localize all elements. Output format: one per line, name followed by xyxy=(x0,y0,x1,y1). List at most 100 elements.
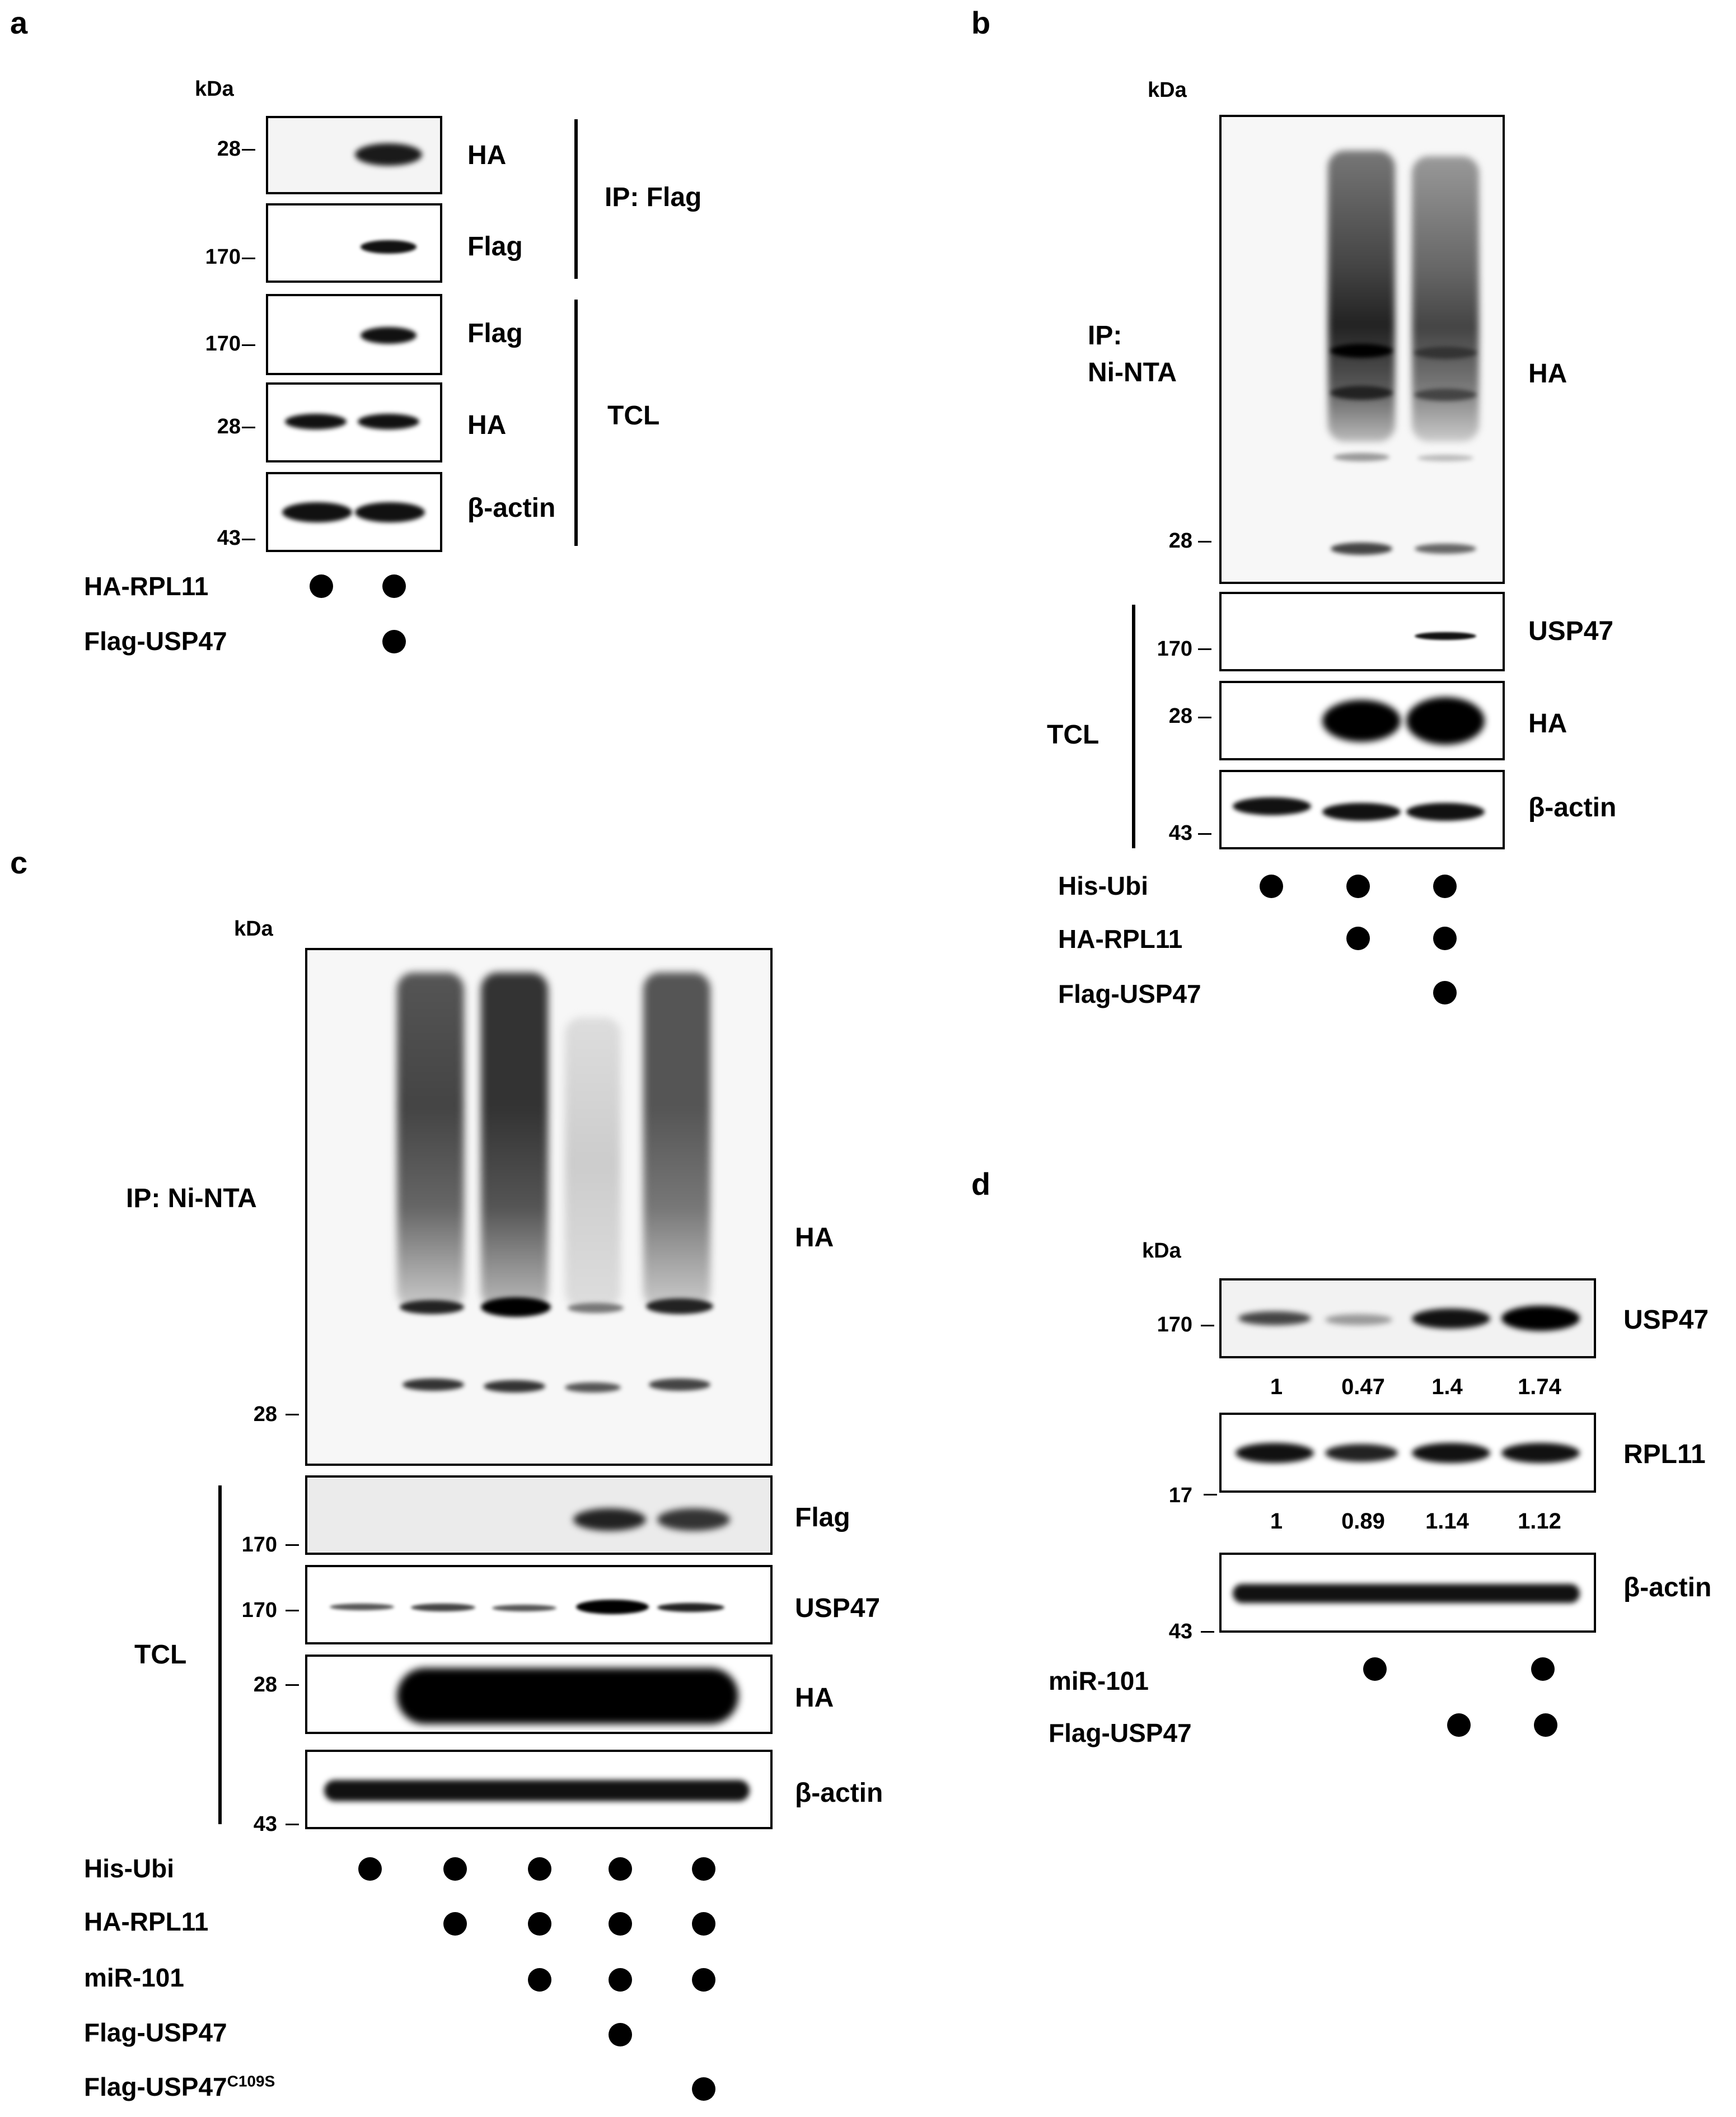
panel-d-ab-2: RPL11 xyxy=(1623,1440,1706,1469)
panel-a-ab-1: HA xyxy=(467,141,507,170)
panel-d-blot-rpl11 xyxy=(1219,1413,1596,1493)
panel-d-mw-3: 43 xyxy=(1168,1620,1192,1643)
panel-a-mw-4: 28 xyxy=(217,415,241,438)
panel-d-usp47-dens-1: 1 xyxy=(1270,1375,1283,1399)
panel-a-letter: a xyxy=(10,5,28,40)
panel-d-usp47-dens-3: 1.4 xyxy=(1431,1375,1463,1399)
panel-c-mw-5: 43 xyxy=(253,1812,277,1836)
panel-b-tcl-bracket xyxy=(1132,605,1135,848)
panel-b-letter: b xyxy=(971,5,991,40)
panel-c-mw-3: 170 xyxy=(241,1599,277,1622)
panel-b-ip-label-2: Ni-NTA xyxy=(1088,358,1177,387)
panel-b-ab-4: β-actin xyxy=(1528,793,1617,823)
panel-c-tcl-label: TCL xyxy=(134,1640,187,1670)
panel-a-ab-4: HA xyxy=(467,410,507,440)
panel-c-cond-3: miR-101 xyxy=(84,1963,184,1992)
panel-c-blot-ip-ha xyxy=(305,948,773,1466)
panel-d-blot-actin xyxy=(1219,1553,1596,1633)
panel-c-kda: kDa xyxy=(234,917,273,941)
panel-a-kda: kDa xyxy=(195,77,234,101)
panel-d-mw-1: 170 xyxy=(1157,1313,1192,1336)
panel-a-mw-5: 43 xyxy=(217,526,241,550)
panel-c-mw-4: 28 xyxy=(253,1673,277,1697)
panel-c-dot xyxy=(443,1857,467,1881)
panel-a-ip-label: IP: Flag xyxy=(605,183,702,212)
panel-d-mw-2: 17 xyxy=(1168,1484,1192,1507)
panel-a-mw-3: 170 xyxy=(205,332,241,356)
panel-c-letter: c xyxy=(10,845,28,880)
panel-d-dot xyxy=(1363,1657,1387,1681)
panel-c-ab-4: HA xyxy=(795,1683,834,1713)
panel-c-ip-label: IP: Ni-NTA xyxy=(126,1184,257,1213)
panel-a-ab-2: Flag xyxy=(467,232,523,261)
panel-b-cond-2: HA-RPL11 xyxy=(1058,924,1183,954)
panel-a-ab-5: β-actin xyxy=(467,493,556,523)
panel-b-ab-1: HA xyxy=(1528,359,1567,389)
panel-b-dot xyxy=(1346,875,1370,898)
panel-a-tcl-bracket xyxy=(574,300,578,546)
panel-d-kda: kDa xyxy=(1142,1239,1181,1263)
panel-c-dot xyxy=(692,1912,715,1936)
panel-c-blot-actin xyxy=(305,1750,773,1829)
panel-c-mw-2: 170 xyxy=(241,1533,277,1557)
panel-b-blot-ip-ha xyxy=(1219,115,1505,584)
panel-c-dot xyxy=(443,1912,467,1936)
panel-c-tcl-bracket xyxy=(218,1485,222,1824)
panel-b-blot-actin xyxy=(1219,770,1505,849)
panel-c-dot xyxy=(692,1968,715,1992)
panel-d-rpl11-dens-2: 0.89 xyxy=(1341,1509,1385,1534)
panel-b-mw-1: 28 xyxy=(1168,529,1192,553)
panel-d-rpl11-dens-1: 1 xyxy=(1270,1509,1283,1534)
panel-c-blot-flag xyxy=(305,1475,773,1555)
panel-c-ab-2: Flag xyxy=(795,1503,850,1532)
panel-a-blot-tcl-flag xyxy=(266,294,442,375)
panel-b-ab-2: USP47 xyxy=(1528,616,1614,646)
panel-a-blot-tcl-ha xyxy=(266,382,442,462)
panel-d-cond-2: Flag-USP47 xyxy=(1049,1718,1192,1747)
panel-a-blot-ip-flag xyxy=(266,203,442,283)
panel-d-rpl11-dens-3: 1.14 xyxy=(1425,1509,1469,1534)
panel-a-dot xyxy=(382,574,406,598)
panel-b-cond-1: His-Ubi xyxy=(1058,871,1148,900)
panel-c-cond-2: HA-RPL11 xyxy=(84,1907,209,1936)
panel-c-cond-1: His-Ubi xyxy=(84,1854,174,1883)
panel-d-cond-1: miR-101 xyxy=(1049,1666,1149,1695)
panel-a-mw-1: 28 xyxy=(217,137,241,161)
panel-b-mw-4: 43 xyxy=(1168,821,1192,845)
panel-b-tcl-label: TCL xyxy=(1047,720,1099,750)
panel-a-mw-2: 170 xyxy=(205,245,241,269)
panel-c-blot-ha xyxy=(305,1655,773,1734)
panel-a-blot-ip-ha xyxy=(266,116,442,194)
panel-c-ab-3: USP47 xyxy=(795,1593,881,1623)
panel-c-dot xyxy=(358,1857,382,1881)
panel-c-dot xyxy=(609,1912,632,1936)
panel-b-blot-usp47 xyxy=(1219,592,1505,671)
panel-b-ab-3: HA xyxy=(1528,709,1567,739)
panel-b-dot xyxy=(1260,875,1283,898)
panel-d-dot xyxy=(1531,1657,1555,1681)
panel-c-ab-5: β-actin xyxy=(795,1778,883,1808)
panel-d-rpl11-dens-4: 1.12 xyxy=(1518,1509,1561,1534)
panel-d-letter: d xyxy=(971,1166,991,1202)
panel-c-cond-4: Flag-USP47 xyxy=(84,2018,227,2047)
panel-c-dot xyxy=(528,1968,551,1992)
panel-d-dot xyxy=(1534,1713,1557,1737)
panel-c-dot xyxy=(692,2077,715,2101)
panel-c-cond-5-base: Flag-USP47 xyxy=(84,2072,227,2101)
panel-d-usp47-dens-4: 1.74 xyxy=(1518,1375,1561,1399)
panel-c-dot xyxy=(609,2023,632,2046)
panel-c-dot xyxy=(609,1857,632,1881)
panel-c-cond-5: Flag-USP47C109S xyxy=(84,2072,275,2102)
panel-c-cond-5-sup: C109S xyxy=(227,2072,275,2090)
panel-b-kda: kDa xyxy=(1148,78,1187,102)
panel-b-mw-3: 28 xyxy=(1168,704,1192,728)
panel-d-usp47-dens-2: 0.47 xyxy=(1341,1375,1385,1399)
panel-a-cond-1: HA-RPL11 xyxy=(84,572,209,601)
panel-c-dot xyxy=(692,1857,715,1881)
panel-d-ab-1: USP47 xyxy=(1623,1305,1709,1335)
panel-c-dot xyxy=(528,1857,551,1881)
panel-b-cond-3: Flag-USP47 xyxy=(1058,979,1201,1008)
panel-a-ip-bracket xyxy=(574,119,578,279)
panel-b-dot xyxy=(1433,875,1457,898)
panel-a-dot xyxy=(310,574,333,598)
